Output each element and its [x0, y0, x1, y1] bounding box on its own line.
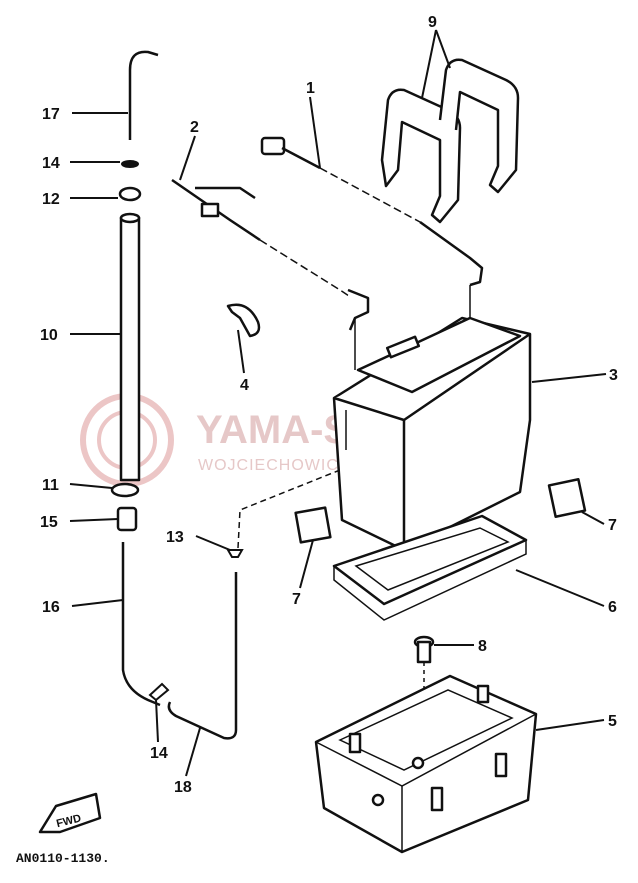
part-9-bands	[380, 58, 520, 224]
callout-12: 12	[42, 191, 60, 208]
callout-3: 3	[609, 367, 618, 384]
part-7-pad-right	[547, 477, 587, 519]
callout-15: 15	[40, 514, 58, 531]
part-2-negative-lead	[171, 178, 370, 331]
leader-lines	[69, 29, 607, 777]
part-18-hose	[167, 572, 238, 740]
callout-7-right: 7	[608, 517, 617, 534]
part-13-clip	[226, 549, 244, 558]
front-direction-marker: FWD	[38, 792, 102, 834]
callout-7-left: 7	[292, 591, 301, 608]
callout-labels: 17 14 12 10 11 15 16 14 18 13 2 1 4 9 3 …	[40, 14, 618, 796]
diagram-reference: AN0110-1130.	[16, 851, 110, 866]
callout-1: 1	[306, 80, 315, 97]
callout-11: 11	[42, 477, 59, 494]
part-14-clip-lower	[148, 682, 170, 702]
part-8-bolt	[413, 635, 435, 690]
callout-6: 6	[608, 599, 617, 616]
part-15-joint	[116, 506, 138, 532]
part-16-hose	[121, 542, 161, 707]
callout-2: 2	[190, 119, 199, 136]
part-5-battery-box	[314, 674, 538, 854]
part-7-pad-left	[294, 506, 332, 544]
callout-10: 10	[40, 327, 58, 344]
part-17-breather-elbow	[128, 50, 159, 140]
callout-18: 18	[174, 779, 192, 796]
callout-4: 4	[240, 377, 249, 394]
callout-13: 13	[166, 529, 184, 546]
callout-9: 9	[428, 14, 437, 31]
callout-14-lower: 14	[150, 745, 168, 762]
part-10-breather-pipe	[119, 216, 141, 482]
callout-14-upper: 14	[42, 155, 60, 172]
part-14-clip-upper	[121, 160, 139, 168]
part-11-ring	[110, 482, 140, 498]
callout-8: 8	[478, 638, 487, 655]
part-4-clip	[226, 303, 261, 338]
callout-17: 17	[42, 106, 60, 123]
front-marker-label: FWD	[55, 812, 82, 830]
part-12-clamp	[118, 186, 142, 202]
part-1-positive-lead	[260, 136, 484, 370]
callout-5: 5	[608, 713, 617, 730]
part-3-battery	[332, 316, 532, 552]
callout-16: 16	[42, 599, 60, 616]
